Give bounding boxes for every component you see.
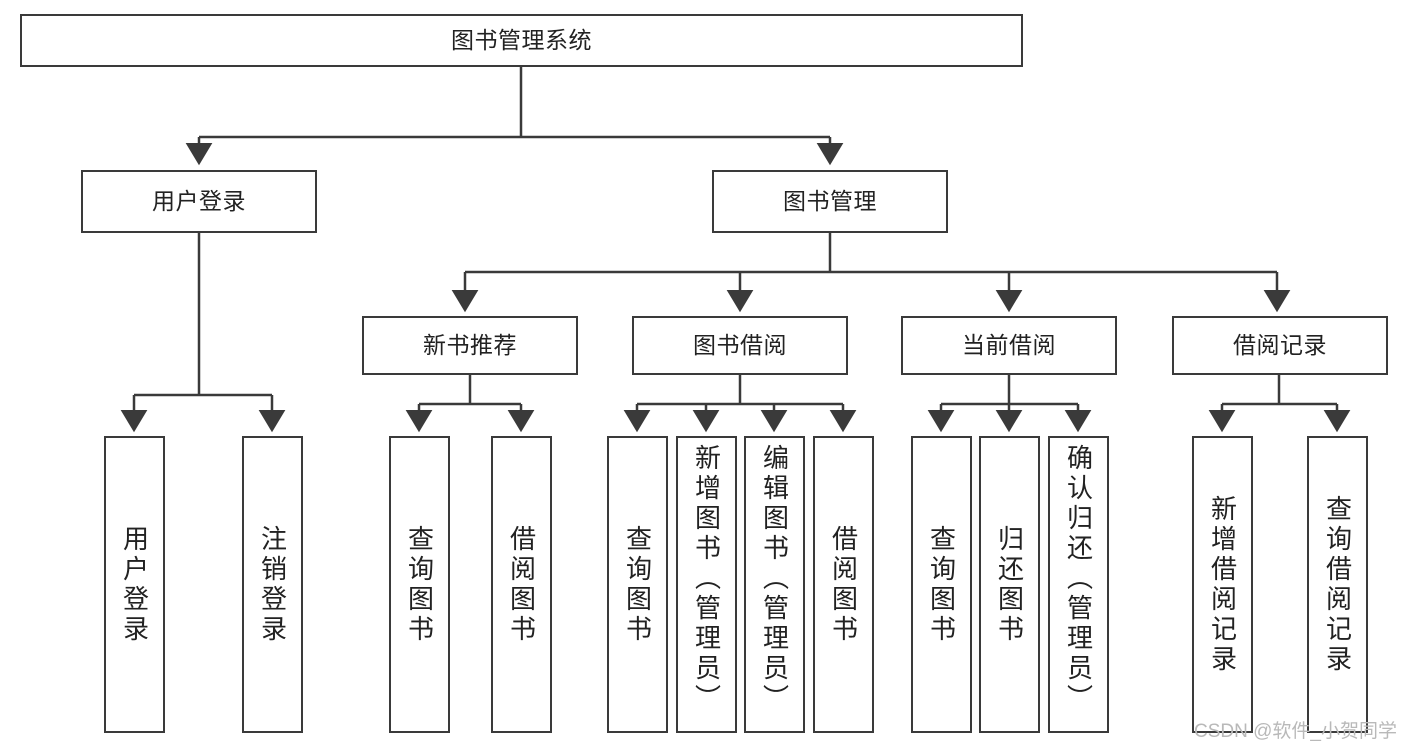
csdn-watermark: CSDN @软件_小贺同学 — [1194, 721, 1397, 742]
node-leaf-borrow-book-1[interactable]: 借阅图书 — [491, 436, 552, 733]
node-leaf-add-record[interactable]: 新增借阅记录 — [1192, 436, 1253, 733]
node-root[interactable]: 图书管理系统 — [20, 14, 1023, 67]
node-leaf-borrow-book-2[interactable]: 借阅图书 — [813, 436, 874, 733]
node-book-borrow-label: 图书借阅 — [693, 331, 787, 358]
node-book-manage-label: 图书管理 — [783, 187, 877, 214]
node-leaf-borrow-book-1-label: 借阅图书 — [506, 524, 537, 645]
node-root-label: 图书管理系统 — [451, 26, 592, 53]
node-leaf-query-record-label: 查询借阅记录 — [1322, 494, 1353, 675]
node-leaf-return-book[interactable]: 归还图书 — [979, 436, 1040, 733]
node-book-manage[interactable]: 图书管理 — [712, 170, 948, 233]
node-leaf-borrow-book-2-label: 借阅图书 — [828, 524, 859, 645]
node-leaf-edit-book[interactable]: 编辑图书（管理员） — [744, 436, 805, 733]
node-user-login-label: 用户登录 — [152, 187, 246, 214]
node-leaf-confirm-return[interactable]: 确认归还（管理员） — [1048, 436, 1109, 733]
node-leaf-query-book-2-label: 查询图书 — [622, 524, 653, 645]
node-leaf-add-book-label: 新增图书（管理员） — [691, 444, 722, 714]
node-leaf-return-book-label: 归还图书 — [994, 524, 1025, 645]
node-current-borrow-label: 当前借阅 — [962, 331, 1056, 358]
node-leaf-edit-book-label: 编辑图书（管理员） — [759, 444, 790, 714]
node-book-borrow[interactable]: 图书借阅 — [632, 316, 848, 375]
node-leaf-add-book[interactable]: 新增图书（管理员） — [676, 436, 737, 733]
node-new-book-recommend-label: 新书推荐 — [423, 331, 517, 358]
node-leaf-query-record[interactable]: 查询借阅记录 — [1307, 436, 1368, 733]
node-leaf-add-record-label: 新增借阅记录 — [1207, 494, 1238, 675]
node-leaf-logout[interactable]: 注销登录 — [242, 436, 303, 733]
node-leaf-query-book-3[interactable]: 查询图书 — [911, 436, 972, 733]
node-leaf-confirm-return-label: 确认归还（管理员） — [1063, 444, 1094, 714]
node-leaf-query-book-1[interactable]: 查询图书 — [389, 436, 450, 733]
node-borrow-record-label: 借阅记录 — [1233, 331, 1327, 358]
node-leaf-user-login[interactable]: 用户登录 — [104, 436, 165, 733]
node-current-borrow[interactable]: 当前借阅 — [901, 316, 1117, 375]
node-user-login[interactable]: 用户登录 — [81, 170, 317, 233]
node-leaf-query-book-1-label: 查询图书 — [404, 524, 435, 645]
node-leaf-query-book-3-label: 查询图书 — [926, 524, 957, 645]
node-leaf-user-login-label: 用户登录 — [119, 524, 150, 645]
node-leaf-logout-label: 注销登录 — [257, 524, 288, 645]
node-leaf-query-book-2[interactable]: 查询图书 — [607, 436, 668, 733]
node-borrow-record[interactable]: 借阅记录 — [1172, 316, 1388, 375]
node-new-book-recommend[interactable]: 新书推荐 — [362, 316, 578, 375]
